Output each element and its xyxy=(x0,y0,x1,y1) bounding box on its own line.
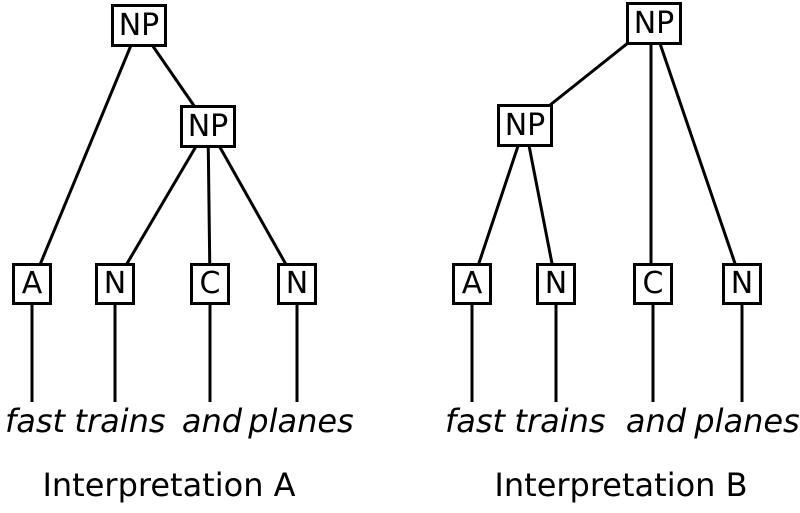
tree-a-node-np-root: NP xyxy=(111,4,167,47)
tree-a-word-trains: trains xyxy=(74,402,166,440)
tree-a-node-c: C xyxy=(190,263,230,305)
tree-b-word-fast: fast xyxy=(444,402,506,440)
tree-a-node-n1: N xyxy=(95,263,135,305)
edge-b-np-to-n1 xyxy=(523,124,558,285)
tree-b-node-a: A xyxy=(452,263,492,305)
tree-a-edges xyxy=(30,25,299,402)
edge-a-np-to-n2 xyxy=(206,125,299,285)
tree-b-word-trains: trains xyxy=(514,402,606,440)
tree-a-node-n2: N xyxy=(277,263,317,305)
tree-b-node-n2: N xyxy=(722,263,762,305)
tree-b-node-np-inner: NP xyxy=(497,104,553,147)
edge-a-np-to-n1 xyxy=(113,125,210,285)
tree-a-node-np-inner: NP xyxy=(180,105,236,148)
tree-b-edges xyxy=(470,21,744,402)
tree-b-node-c: C xyxy=(633,263,673,305)
tree-a-word-fast: fast xyxy=(4,402,66,440)
tree-b-word-planes: planes xyxy=(694,402,800,440)
tree-a-word-planes: planes xyxy=(248,402,354,440)
edge-a-root-to-a xyxy=(30,25,141,285)
tree-b-word-and: and xyxy=(625,402,687,440)
tree-b-node-n1: N xyxy=(536,263,576,305)
edge-a-np-to-c xyxy=(206,125,212,285)
tree-b-node-np-root: NP xyxy=(626,2,682,45)
edge-b-root-to-n2 xyxy=(651,22,744,285)
caption-interpretation-b: Interpretation B xyxy=(494,466,748,504)
caption-interpretation-a: Interpretation A xyxy=(42,466,296,504)
edge-b-np-to-a xyxy=(470,124,527,285)
tree-a-word-and: and xyxy=(181,402,243,440)
tree-a-node-a: A xyxy=(12,263,52,305)
